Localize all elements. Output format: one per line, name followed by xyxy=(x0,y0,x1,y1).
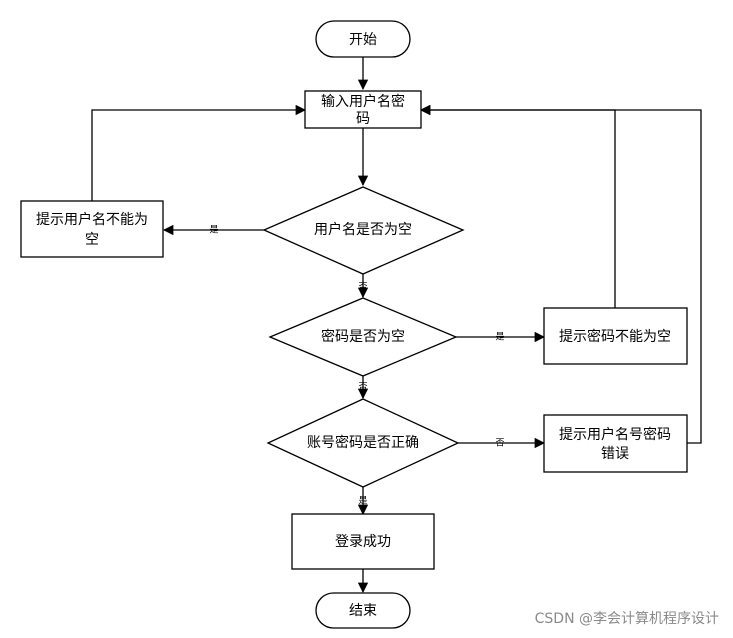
decision-correct-label: 账号密码是否正确 xyxy=(307,434,419,451)
login-success-node: 登录成功 xyxy=(291,513,435,570)
prompt-wrong-node: 提示用户名号密码 错误 xyxy=(543,414,688,473)
decision-user-empty-label: 用户名是否为空 xyxy=(314,221,412,238)
label-pwd-empty-no: 否 xyxy=(358,382,367,393)
prompt-user-empty-line2: 空 xyxy=(85,232,99,248)
prompt-user-empty-line1: 提示用户名不能为 xyxy=(36,211,148,228)
connectors xyxy=(91,57,702,594)
decision-user-empty: 用户名是否为空 xyxy=(262,186,465,275)
prompt-pwd-empty-label: 提示密码不能为空 xyxy=(559,328,671,345)
label-pwd-empty-yes: 是 xyxy=(495,332,504,343)
label-correct-yes: 是 xyxy=(358,496,367,507)
start-node: 开始 xyxy=(315,20,411,58)
prompt-user-empty-node: 提示用户名不能为 空 xyxy=(20,200,164,258)
input-label-line2: 码 xyxy=(356,111,370,127)
label-user-empty-no: 否 xyxy=(358,282,367,293)
edge-prompt-pwd-back-to-input xyxy=(419,104,616,308)
login-success-label: 登录成功 xyxy=(335,534,391,550)
label-correct-no: 否 xyxy=(495,438,504,449)
prompt-wrong-line1: 提示用户名号密码 xyxy=(559,426,671,443)
label-user-empty-yes: 是 xyxy=(209,225,218,236)
prompt-wrong-line2: 错误 xyxy=(601,446,629,462)
start-label: 开始 xyxy=(349,32,377,48)
input-label-line1: 输入用户名密 xyxy=(321,93,405,110)
edge-prompt-wrong-back-to-input xyxy=(419,104,702,444)
edge-prompt-user-back-to-input xyxy=(91,104,307,201)
watermark-text: CSDN @李会计算机程序设计 xyxy=(535,611,719,627)
decision-pwd-empty-label: 密码是否为空 xyxy=(321,328,405,345)
prompt-pwd-empty-node: 提示密码不能为空 xyxy=(543,307,688,365)
end-node: 结束 xyxy=(315,592,411,629)
end-label: 结束 xyxy=(349,603,377,619)
decision-correct: 账号密码是否正确 xyxy=(266,398,460,488)
decision-pwd-empty: 密码是否为空 xyxy=(268,297,458,377)
input-node: 输入用户名密 码 xyxy=(304,90,422,129)
